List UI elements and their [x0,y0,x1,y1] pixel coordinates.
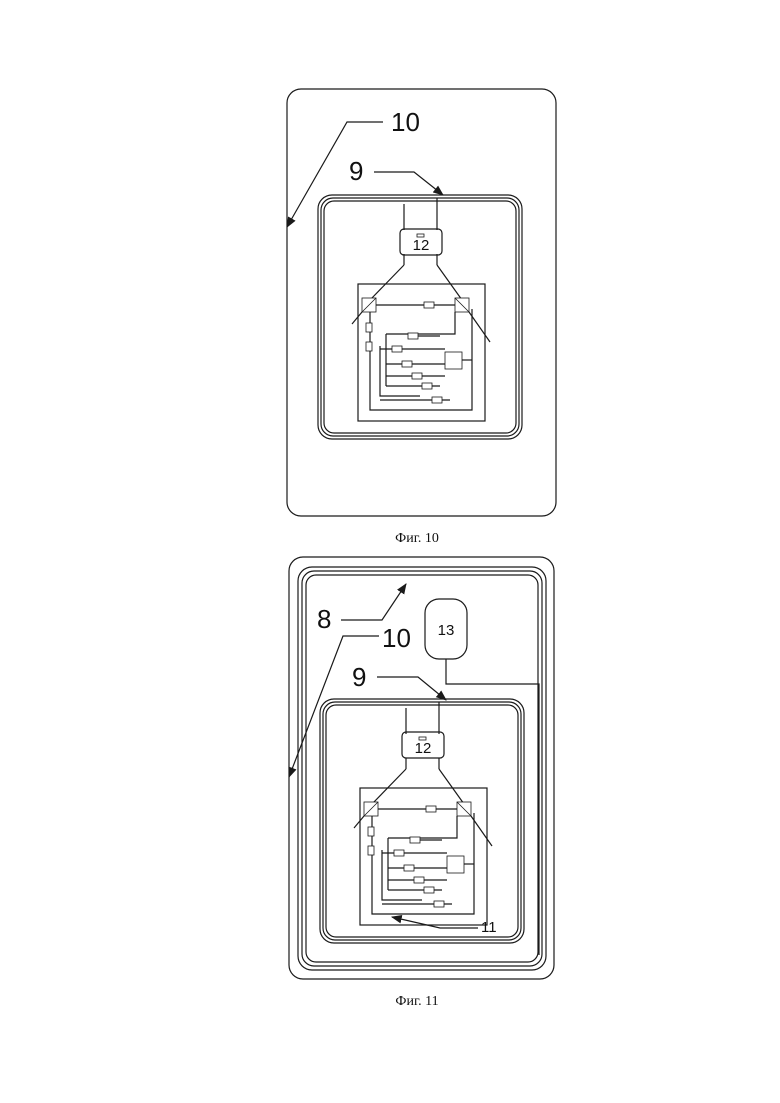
leader-antenna [374,172,443,195]
label-chip-module: 12 [415,740,432,757]
circuit-block [354,702,492,925]
circuit-block [352,198,490,421]
label-card-body: 10 [391,107,420,137]
chip-module: 12 [402,732,444,758]
leader-outer-antenna [341,584,406,620]
caption-fig-11: Фиг. 11 [395,994,438,1009]
antenna-coil [320,699,524,943]
label-card-body: 10 [382,623,411,653]
label-antenna: 9 [352,662,366,692]
label-antenna: 9 [349,156,363,186]
battery: 13 [425,599,467,659]
caption-fig-10: Фиг. 10 [395,531,439,546]
label-chip-module: 12 [413,237,430,254]
figure-10: 12 10 9 Фиг. 10 [287,89,556,546]
figure-11: 13 12 8 10 9 11 Фиг. 11 [289,557,554,1009]
label-battery: 13 [438,622,455,639]
chip-module: 12 [400,229,442,255]
leader-circuit-frame [392,917,478,928]
label-circuit-frame: 11 [481,919,497,936]
outer-antenna-coil [298,567,546,970]
leader-antenna [377,677,446,700]
leader-card-body [287,122,383,227]
label-outer-antenna: 8 [317,604,331,634]
antenna-coil [318,195,522,439]
